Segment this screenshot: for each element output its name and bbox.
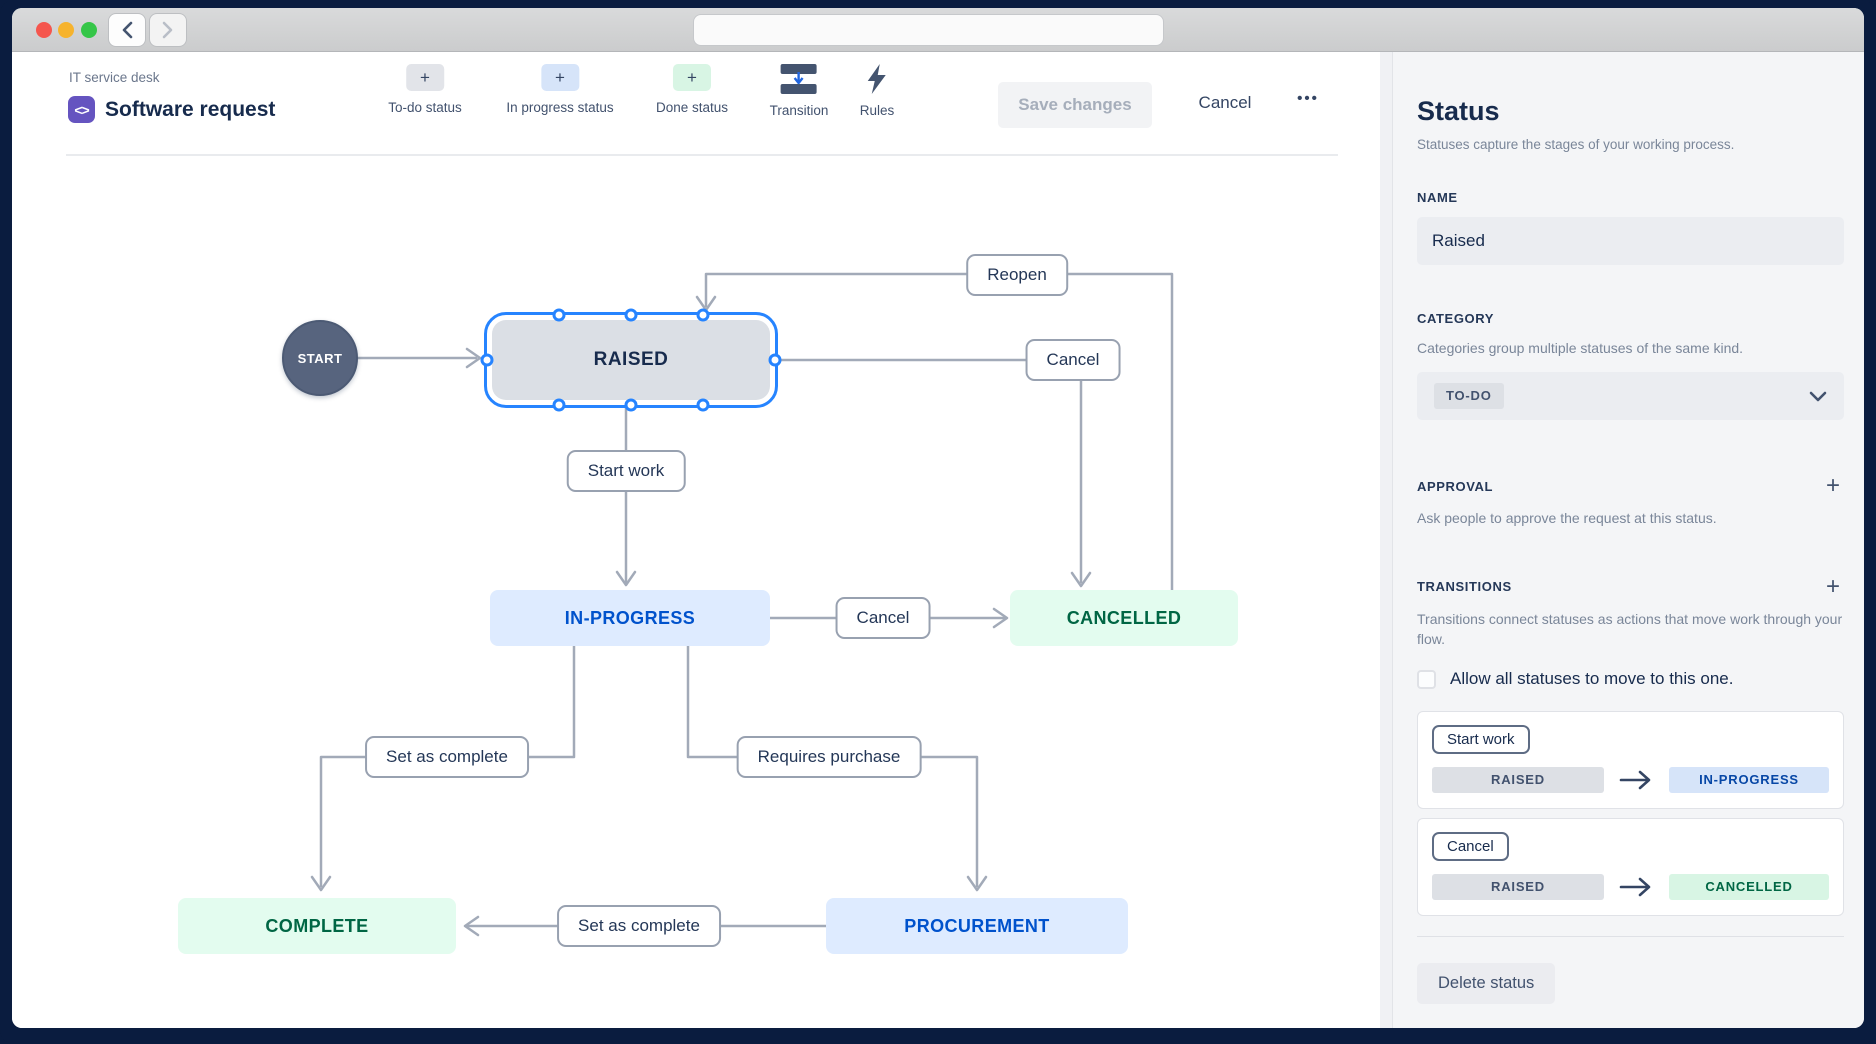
- category-description: Categories group multiple statuses of th…: [1417, 340, 1744, 356]
- sidebar-divider: [1417, 936, 1844, 938]
- status-node-complete[interactable]: COMPLETE: [178, 898, 456, 954]
- add-done-status-button[interactable]: +: [672, 64, 711, 91]
- plus-icon: +: [555, 67, 565, 87]
- add-transition-button[interactable]: Transition: [769, 64, 829, 118]
- transition-action-button[interactable]: Start work: [1432, 725, 1530, 755]
- browser-window: IT service desk <> Software request + To…: [12, 8, 1864, 1028]
- titlebar: [12, 8, 1864, 52]
- status-node-raised-label: RAISED: [492, 320, 770, 400]
- delete-status-button[interactable]: Delete status: [1417, 963, 1556, 1005]
- status-node-in-progress[interactable]: IN-PROGRESS: [490, 590, 770, 646]
- connector-cancel-top: [776, 358, 1092, 588]
- transitions-label: TRANSITIONS: [1417, 579, 1512, 595]
- add-inprogress-status-label: In progress status: [506, 100, 614, 115]
- chevron-right-icon: [162, 21, 174, 39]
- selection-handle[interactable]: [624, 398, 638, 412]
- chevron-down-icon: [1809, 391, 1827, 402]
- from-status-badge: RAISED: [1432, 767, 1604, 794]
- transition-label-set-complete-bottom[interactable]: Set as complete: [557, 905, 721, 947]
- to-status-badge: CANCELLED: [1669, 874, 1829, 901]
- status-node-procurement[interactable]: PROCUREMENT: [826, 898, 1128, 954]
- arrow-right-icon: [1610, 875, 1662, 899]
- workflow-title: Software request: [105, 97, 276, 121]
- arrow-right-icon: [1610, 768, 1662, 792]
- address-bar[interactable]: [693, 14, 1164, 46]
- transition-action-button[interactable]: Cancel: [1432, 832, 1509, 862]
- rules-button[interactable]: Rules: [859, 64, 895, 118]
- transition-card-start-work[interactable]: Start work RAISED IN-PROGRESS: [1417, 711, 1844, 810]
- selection-handle[interactable]: [552, 398, 566, 412]
- category-select[interactable]: TO-DO: [1417, 372, 1844, 421]
- workflow-canvas: IT service desk <> Software request + To…: [12, 52, 1392, 1028]
- project-avatar-code-icon: <>: [68, 96, 95, 123]
- allow-all-label: Allow all statuses to move to this one.: [1450, 669, 1734, 689]
- connector-start-to-raised: [356, 347, 482, 369]
- plus-icon: +: [687, 67, 697, 87]
- selection-handle[interactable]: [768, 353, 782, 367]
- start-node[interactable]: START: [282, 320, 358, 396]
- transition-label-cancel-mid[interactable]: Cancel: [835, 597, 931, 639]
- add-inprogress-status-button[interactable]: +: [541, 64, 579, 91]
- add-done-status-label: Done status: [655, 100, 729, 115]
- status-name-input[interactable]: [1417, 217, 1844, 265]
- toolbar-divider: [66, 154, 1338, 156]
- add-todo-status-button[interactable]: +: [405, 64, 444, 91]
- transition-label-requires-purchase[interactable]: Requires purchase: [736, 736, 922, 778]
- add-todo-status-label: To-do status: [388, 100, 462, 115]
- panel-subtitle: Statuses capture the stages of your work…: [1417, 137, 1735, 152]
- chevron-left-icon: [121, 21, 133, 39]
- zoom-window-button[interactable]: [81, 22, 97, 38]
- workflow-toolbar: IT service desk <> Software request + To…: [12, 52, 1392, 156]
- more-menu-button[interactable]: •••: [1297, 90, 1319, 107]
- to-status-badge: IN-PROGRESS: [1669, 767, 1829, 794]
- connector-start-work: [615, 406, 637, 587]
- status-node-raised-selected[interactable]: RAISED: [480, 308, 782, 412]
- rules-tool-label: Rules: [859, 103, 895, 118]
- from-status-badge: RAISED: [1432, 874, 1604, 901]
- save-changes-button[interactable]: Save changes: [998, 82, 1152, 128]
- transition-label-set-complete-left[interactable]: Set as complete: [365, 736, 529, 778]
- lightning-bolt-icon: [866, 64, 888, 94]
- panel-title: Status: [1417, 96, 1500, 126]
- canvas-scrollbar-track[interactable]: [1380, 52, 1392, 1028]
- allow-all-checkbox[interactable]: [1417, 669, 1436, 689]
- approval-label: APPROVAL: [1417, 478, 1494, 494]
- selection-handle[interactable]: [696, 398, 710, 412]
- selection-handle[interactable]: [696, 308, 710, 322]
- transition-label-start-work[interactable]: Start work: [566, 450, 686, 492]
- close-window-button[interactable]: [36, 22, 52, 38]
- selection-handle[interactable]: [552, 308, 566, 322]
- status-panel: Status Statuses capture the stages of yo…: [1392, 52, 1864, 1028]
- category-label: CATEGORY: [1417, 311, 1495, 326]
- category-value-badge: TO-DO: [1434, 383, 1504, 410]
- plus-icon: +: [420, 67, 430, 87]
- transition-icon: [781, 64, 817, 94]
- forward-button[interactable]: [149, 13, 187, 47]
- name-label: NAME: [1417, 190, 1458, 205]
- workflow-connectors: [310, 272, 1174, 937]
- add-approval-button[interactable]: +: [1822, 474, 1844, 498]
- transition-tool-label: Transition: [769, 103, 829, 118]
- transitions-description: Transitions connect statuses as actions …: [1417, 610, 1843, 647]
- back-button[interactable]: [108, 13, 146, 47]
- add-transition-sidebar-button[interactable]: +: [1822, 574, 1844, 598]
- selection-handle[interactable]: [480, 353, 494, 367]
- approval-description: Ask people to approve the request at thi…: [1417, 510, 1717, 527]
- transition-card-cancel[interactable]: Cancel RAISED CANCELLED: [1417, 818, 1844, 917]
- status-node-cancelled[interactable]: CANCELLED: [1010, 590, 1238, 646]
- transition-label-reopen[interactable]: Reopen: [966, 254, 1068, 296]
- minimize-window-button[interactable]: [58, 22, 74, 38]
- selection-handle[interactable]: [624, 308, 638, 322]
- project-name: IT service desk: [69, 70, 160, 85]
- transition-label-cancel-top[interactable]: Cancel: [1025, 339, 1121, 381]
- cancel-button[interactable]: Cancel: [1198, 93, 1252, 112]
